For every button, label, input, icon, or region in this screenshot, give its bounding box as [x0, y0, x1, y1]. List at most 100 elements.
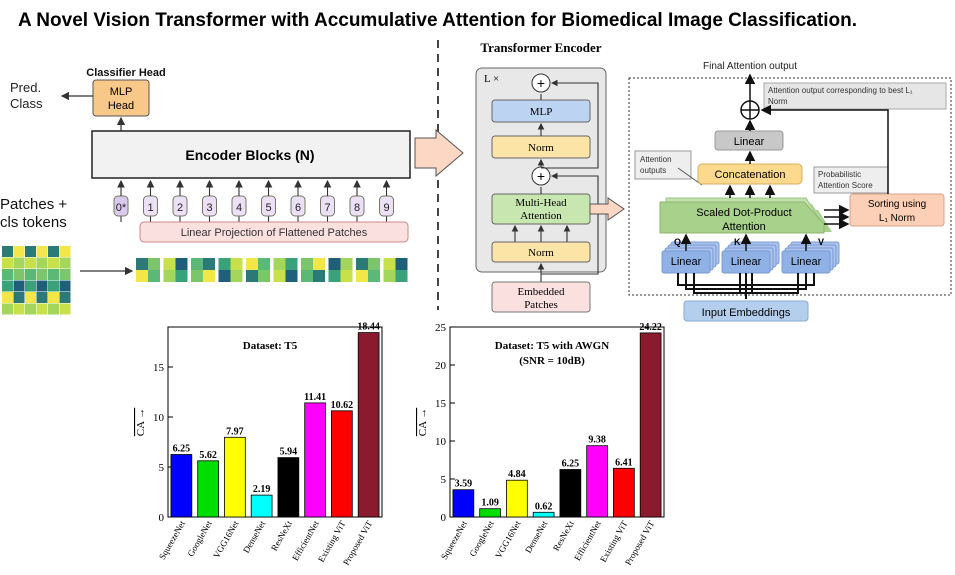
- strip-patch-cell: [368, 270, 380, 282]
- sorting-box: [849, 193, 945, 227]
- image-patch-cell: [2, 303, 13, 315]
- category-label: DenseNet: [523, 519, 550, 555]
- pred-label-2: Class: [10, 96, 43, 111]
- token-label: 5: [265, 202, 271, 214]
- sorting-to-add-arrow: [760, 104, 889, 194]
- y-tick-label: 10: [435, 436, 447, 448]
- y-tick-label: 0: [441, 512, 447, 524]
- classifier-head-label: Classifier Head: [86, 67, 165, 79]
- image-patch-cell: [59, 269, 71, 280]
- strip-patch-cell: [163, 270, 176, 282]
- bar: [532, 511, 555, 518]
- linear-to-sdpa-arrows: [680, 233, 812, 251]
- sorting-label-1: Sorting using: [868, 199, 926, 210]
- bar: [613, 467, 635, 518]
- image-patch-cell: [2, 257, 13, 269]
- strip-patch-cell: [218, 270, 231, 282]
- bar-value-label: 0.62: [535, 501, 553, 512]
- image-patch-cell: [13, 292, 25, 303]
- plus-sign-mid: +: [537, 168, 545, 184]
- bar-value-label: 4.84: [508, 469, 526, 480]
- strip-patch-cell: [368, 258, 380, 270]
- bar: [357, 332, 380, 518]
- image-patch-cell: [13, 246, 25, 257]
- category-label: GoogleNet: [467, 519, 496, 559]
- strip-patch-cell: [356, 258, 368, 270]
- v-label: V: [818, 237, 824, 247]
- chart-title: Dataset: T5 with AWGN: [495, 340, 609, 352]
- image-patch-cell: [2, 269, 13, 280]
- accumulative-attention-diagram: Final Attention output Attention output …: [628, 61, 952, 322]
- strip-patch-cell: [258, 270, 270, 282]
- sdpa-label-1: Scaled Dot-Product: [696, 207, 791, 219]
- bar-value-label: 2.19: [253, 484, 271, 495]
- image-patch-cell: [48, 303, 59, 315]
- image-patch-cell: [36, 280, 48, 292]
- token-label: 6: [295, 202, 301, 214]
- strip-patch-cell: [175, 258, 188, 270]
- embedded-label-2: Patches: [524, 299, 558, 311]
- image-patch-cell: [2, 280, 13, 292]
- strip-patch-cell: [395, 270, 408, 282]
- encoder-connectors: [511, 79, 599, 282]
- vit-overview-diagram: Classifier Head MLP Head Pred. Class Enc…: [0, 67, 411, 315]
- strip-patch-cell: [191, 270, 203, 282]
- best-norm-note-box: [763, 82, 947, 110]
- bar-value-label: 7.97: [226, 426, 244, 437]
- bar: [559, 469, 582, 518]
- strip-patch-cell: [148, 270, 160, 282]
- strip-patch-cell: [273, 270, 286, 282]
- image-patch-cell: [48, 280, 59, 292]
- y-tick-label: 10: [153, 412, 165, 424]
- strip-patch-cell: [218, 258, 231, 270]
- strip-patch-cell: [313, 258, 325, 270]
- category-label: GoogleNet: [185, 519, 214, 559]
- bar: [331, 410, 353, 518]
- bar-value-label: 11.41: [304, 392, 326, 403]
- strip-patch-cell: [230, 258, 243, 270]
- token-label: 4: [236, 202, 242, 214]
- mlp-head-box: [92, 79, 150, 117]
- token-label: 9: [383, 202, 389, 214]
- final-output-label: Final Attention output: [703, 61, 797, 72]
- strip-patch-cell: [328, 270, 341, 282]
- token-label: 8: [354, 202, 360, 214]
- transformer-encoder-title: Transformer Encoder: [480, 40, 601, 55]
- bar: [586, 445, 608, 518]
- encoder-blocks-box: [91, 130, 411, 179]
- bar-value-label: 5.94: [280, 447, 298, 458]
- strip-patch-cell: [148, 258, 160, 270]
- image-patch-cell: [25, 269, 36, 280]
- chart-title: Dataset: T5: [243, 340, 298, 352]
- linear-top-box: [714, 130, 784, 151]
- embedding-connectors: [677, 273, 815, 299]
- image-patch-cell: [59, 303, 71, 315]
- token-label: 3: [206, 202, 212, 214]
- bar-value-label: 6.25: [562, 459, 580, 470]
- y-tick-label: 15: [435, 398, 447, 410]
- strip-patch-cell: [356, 270, 368, 282]
- best-note-line-1: Attention output corresponding to best L…: [768, 86, 913, 95]
- category-label: EfficientNet: [572, 519, 603, 563]
- bar: [197, 460, 219, 518]
- y-tick-label: 20: [435, 360, 447, 372]
- strip-patch-cell: [136, 270, 148, 282]
- strip-patch-cell: [395, 258, 408, 270]
- y-axis-label: CA →: [417, 408, 429, 436]
- image-patch-cell: [48, 246, 59, 257]
- bar-value-label: 3.59: [455, 479, 473, 490]
- category-label: DenseNet: [241, 519, 268, 555]
- residual-add-top: [531, 73, 551, 93]
- mlp-head-label-1: MLP: [110, 86, 133, 98]
- bar: [479, 508, 501, 518]
- category-label: SqueezeNet: [157, 519, 187, 562]
- strip-patch-cell: [301, 270, 313, 282]
- image-patch-cell: [36, 292, 48, 303]
- bar: [170, 454, 193, 518]
- bar-value-label: 10.62: [331, 400, 354, 411]
- bar: [639, 332, 662, 518]
- best-note-line-2: Norm: [768, 97, 788, 106]
- linear-top-label: Linear: [734, 136, 765, 148]
